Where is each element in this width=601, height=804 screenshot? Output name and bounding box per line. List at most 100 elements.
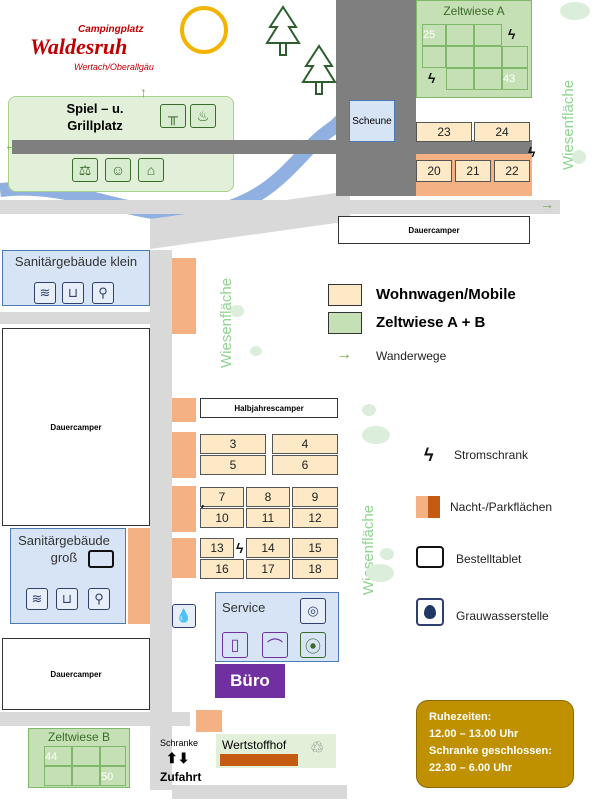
bestelltablet-icon — [88, 550, 114, 568]
picnic-table-icon: ╥ — [160, 104, 186, 128]
legend-stromschrank-icon: ϟ — [424, 445, 434, 465]
wanderweg-arrow-icon: ← — [4, 137, 18, 153]
wanderweg-arrow-icon: ↑ — [140, 84, 147, 100]
pitch-24[interactable]: 24 — [474, 122, 530, 142]
tent-pitch[interactable] — [446, 68, 474, 90]
pitch-16[interactable]: 16 — [200, 559, 244, 579]
ruhezeiten-line3: 22.30 – 6.00 Uhr — [429, 762, 513, 774]
seesaw-icon: ⚖ — [72, 158, 98, 182]
tent-pitch[interactable] — [502, 46, 528, 68]
pitch-20[interactable]: 20 — [416, 160, 452, 182]
grauwasser-icon: 💧 — [172, 604, 196, 628]
road-left — [0, 312, 172, 324]
ruhezeiten-box: Ruhezeiten: 12.00 – 13.00 Uhr Schranke g… — [416, 700, 574, 788]
park-area — [172, 258, 196, 334]
buero[interactable]: Büro — [215, 664, 285, 698]
logo: Campingplatz Waldesruh Wertach/Oberallgä… — [30, 6, 228, 76]
tent-pitch[interactable] — [474, 68, 502, 90]
road-dark-vertical — [336, 0, 416, 196]
pitch-11[interactable]: 11 — [246, 508, 290, 528]
pitch-8[interactable]: 8 — [246, 487, 290, 507]
scheune[interactable]: Scheune — [349, 100, 395, 142]
tent-pitch[interactable]: 43 — [502, 68, 528, 90]
schranke-label: Schranke — [160, 738, 199, 748]
grass-dot — [560, 2, 590, 20]
pitch-15[interactable]: 15 — [292, 538, 338, 558]
tent-pitch-first: 44 — [45, 751, 58, 763]
wertstoffhof-title: Wertstoffhof — [222, 738, 287, 752]
park-area — [128, 528, 150, 624]
stromschrank-icon: ϟ — [528, 144, 536, 160]
grass-dot — [380, 548, 394, 560]
tent-pitch[interactable] — [422, 46, 446, 68]
pitch-4[interactable]: 4 — [272, 434, 338, 454]
pitch-6[interactable]: 6 — [272, 455, 338, 475]
trash-icon: ⊔ — [62, 282, 84, 304]
sanitaer-klein[interactable] — [2, 250, 150, 306]
pitch-17[interactable]: 17 — [246, 559, 290, 579]
legend-grauwasser-icon — [416, 598, 444, 626]
legend-parkflaechen: Nacht-/Parkflächen — [450, 500, 553, 514]
pitch-13[interactable]: 13 — [200, 538, 234, 558]
wiesenflaeche-label: Wiesenfläche — [218, 277, 235, 368]
pitch-23[interactable]: 23 — [416, 122, 472, 142]
tree-icon — [265, 5, 301, 56]
grill-title-line2: Grillplatz — [67, 118, 123, 133]
legend-stromschrank: Stromschrank — [454, 448, 529, 462]
pitch-12[interactable]: 12 — [292, 508, 338, 528]
pitch-9[interactable]: 9 — [292, 487, 338, 507]
tent-pitch[interactable] — [100, 746, 126, 766]
road-main — [150, 250, 172, 790]
wanderweg-arrow-icon: → — [540, 196, 554, 212]
legend-zeltwiese-swatch — [328, 312, 362, 334]
pitch-5[interactable]: 5 — [200, 455, 266, 475]
laundry-icon: ≋ — [26, 588, 48, 610]
park-area — [172, 432, 196, 478]
legend-wanderwege: Wanderwege — [376, 349, 447, 363]
tent-pitch[interactable] — [72, 746, 100, 766]
wertstoffhof-bin-bar — [220, 754, 298, 766]
tent-pitch-last: 43 — [503, 73, 516, 85]
grass-dot — [230, 305, 244, 317]
faucet-icon: ⚲ — [92, 282, 114, 304]
dauercamper-bottom[interactable]: Dauercamper — [2, 638, 150, 710]
pitch-22[interactable]: 22 — [494, 160, 530, 182]
tent-pitch[interactable]: 44 — [44, 746, 72, 766]
park-area — [172, 486, 196, 532]
grass-dot — [362, 426, 390, 444]
tent-pitch[interactable] — [474, 24, 502, 46]
tent-pitch[interactable]: 25 — [422, 24, 446, 46]
faucet-icon: ⚲ — [88, 588, 110, 610]
dauercamper-top[interactable]: Dauercamper — [338, 216, 530, 244]
pitch-14[interactable]: 14 — [246, 538, 290, 558]
legend-park-swatch-dark — [428, 496, 440, 518]
zufahrt-label[interactable]: Zufahrt — [160, 770, 202, 784]
sanitaer-gross-line1: Sanitärgebäude — [18, 533, 110, 548]
logo-name: Waldesruh — [30, 34, 128, 59]
tent-pitch[interactable] — [446, 46, 474, 68]
tent-pitch[interactable]: 50 — [100, 766, 126, 786]
road-bottom-left — [0, 712, 190, 726]
logo-sub: Wertach/Oberallgäu — [74, 62, 154, 72]
pitch-18[interactable]: 18 — [292, 559, 338, 579]
zeltwiese-a-title: Zeltwiese A — [443, 4, 505, 18]
sanitaer-gross-line2: groß — [50, 550, 78, 565]
legend-bestelltablet-icon — [416, 546, 444, 568]
recycling-icon: ♲ — [310, 740, 325, 757]
zeltwiese-b-title: Zeltwiese B — [47, 730, 111, 744]
service-title: Service — [222, 600, 266, 615]
tent-pitch[interactable] — [474, 46, 502, 68]
table-tennis-icon: ⦿ — [300, 632, 326, 658]
tent-pitch[interactable] — [72, 766, 100, 786]
legend-park-swatch-light — [416, 496, 428, 518]
pitch-10[interactable]: 10 — [200, 508, 244, 528]
pitch-7[interactable]: 7 — [200, 487, 244, 507]
pitch-3[interactable]: 3 — [200, 434, 266, 454]
playground-icon: ☺ — [105, 158, 131, 182]
tent-pitch[interactable] — [446, 24, 474, 46]
halbjahrescamper[interactable]: Halbjahrescamper — [200, 398, 338, 418]
pitch-21[interactable]: 21 — [455, 160, 491, 182]
tent-pitch[interactable] — [44, 766, 72, 786]
dauercamper-left[interactable]: Dauercamper — [2, 328, 150, 526]
